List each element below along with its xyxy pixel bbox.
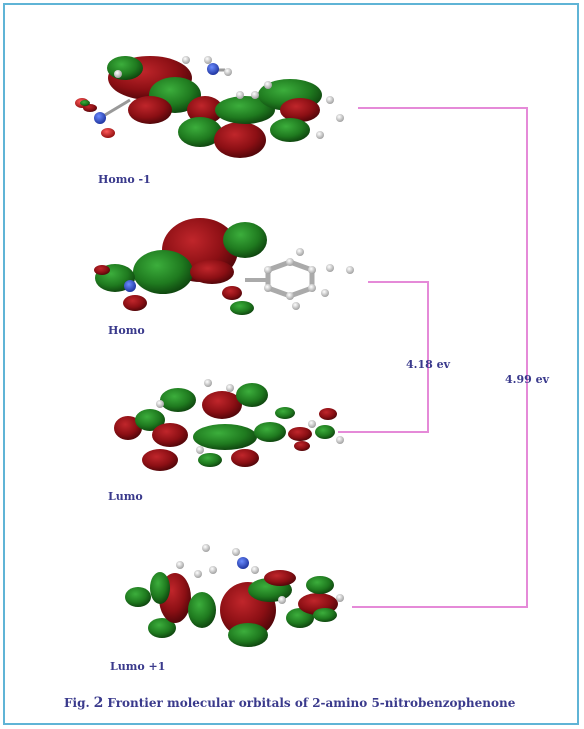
orbital-lobe — [315, 425, 335, 439]
caption-number: 2 — [93, 695, 104, 711]
nitrogen-atom — [237, 557, 249, 569]
orbital-lobe — [228, 623, 268, 647]
homo-minus-1-molecule — [75, 56, 344, 158]
orbital-lobe — [142, 449, 178, 471]
orbital-lobe — [306, 576, 334, 594]
orbital-label-homo-minus-1: Homo -1 — [98, 173, 151, 186]
orbital-lobe — [187, 96, 223, 124]
homo-molecule — [94, 218, 354, 315]
gap-connector-homo-1-lumo+1 — [352, 107, 528, 608]
orbital-lobe — [230, 301, 254, 315]
caption-text: Frontier molecular orbitals of 2-amino 5… — [107, 696, 516, 710]
orbital-lobe — [280, 98, 320, 122]
orbital-lobe — [123, 295, 147, 311]
orbital-label-lumo-plus-1: Lumo +1 — [110, 660, 166, 673]
orbital-lobe — [319, 408, 337, 420]
nitrogen-atom — [94, 112, 106, 124]
orbital-lobe — [160, 388, 196, 412]
orbital-lobe — [202, 391, 242, 419]
orbital-lobe — [236, 383, 268, 407]
orbital-lobe — [231, 449, 259, 467]
orbital-lobe — [152, 423, 188, 447]
orbital-lobe — [190, 260, 234, 284]
gap-connector-homo-lumo — [338, 281, 429, 433]
caption-prefix: Fig. — [64, 696, 90, 710]
orbital-lobe — [107, 56, 143, 80]
orbital-lobe — [313, 608, 337, 622]
orbital-lobe — [254, 422, 286, 442]
lumo-molecule — [114, 379, 344, 471]
gap-label-homo-1-lumo+1: 4.99 ev — [505, 373, 550, 386]
nitrogen-atom — [207, 63, 219, 75]
orbital-lobe — [125, 587, 151, 607]
lumo-plus-1-molecule — [125, 544, 344, 647]
orbital-lobe — [178, 117, 222, 147]
orbital-lobe — [222, 286, 242, 300]
orbital-label-lumo: Lumo — [108, 490, 143, 503]
orbital-lobe — [133, 250, 193, 294]
orbital-lobe — [135, 409, 165, 431]
orbital-lobe — [288, 427, 312, 441]
orbital-lobe — [215, 96, 275, 124]
orbital-lobe — [214, 122, 266, 158]
orbital-label-homo: Homo — [108, 324, 145, 337]
nitrogen-atom — [124, 280, 136, 292]
orbital-lobe — [150, 572, 170, 604]
orbital-lobe — [270, 118, 310, 142]
orbital-lobe — [294, 441, 310, 451]
orbital-lobe — [275, 407, 295, 419]
orbital-lobe — [193, 424, 257, 450]
orbital-lobe — [114, 416, 142, 440]
orbital-lobe — [264, 570, 296, 586]
orbital-lobe — [128, 96, 172, 124]
gap-label-homo-lumo: 4.18 ev — [406, 358, 451, 371]
orbital-lobe — [223, 222, 267, 258]
orbital-lobe — [198, 453, 222, 467]
orbital-lobe — [148, 618, 176, 638]
orbital-lobe — [188, 592, 216, 628]
